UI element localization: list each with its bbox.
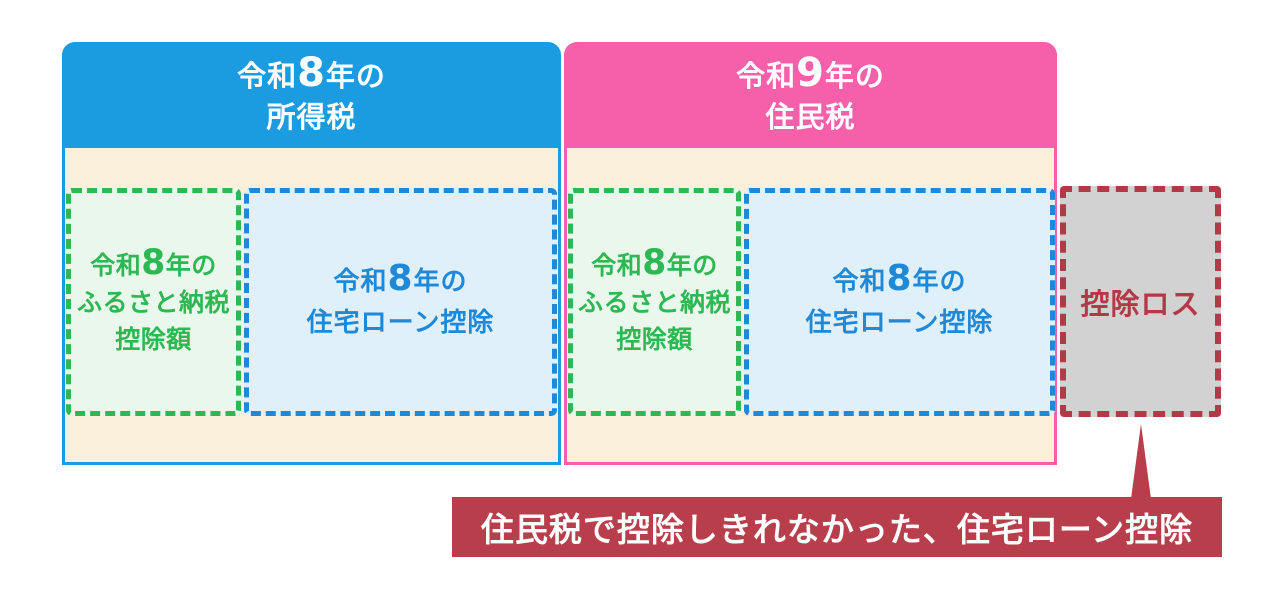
year-digit: 9 [796,49,825,96]
era-suffix-text: 年の [912,266,967,297]
era-text: 令和 [591,251,643,280]
furusato-amount-line: 控除額 [616,325,693,354]
furusato-deduction-box-resident: 令和8年の ふるさと納税 控除額 [568,188,741,416]
housing-loan-label-line: 住宅ローン控除 [306,307,495,338]
era-text: 令和 [832,266,887,297]
housing-loan-label-line: 住宅ローン控除 [805,307,994,338]
deduction-loss-label: 控除ロス [1080,286,1201,321]
resident-tax-header: 令和9年の 住民税 [564,42,1057,148]
year-digit: 8 [387,257,414,299]
deduction-loss-box: 控除ロス [1060,186,1221,417]
era-suffix-text: 年の [325,58,386,93]
loss-explanation-text: 住民税で控除しきれなかった、住宅ローン控除 [480,510,1194,549]
furusato-amount-line: 控除額 [115,325,192,354]
housing-loan-deduction-box-resident: 令和8年の 住宅ローン控除 [744,188,1055,416]
loss-arrow-icon [1131,424,1151,498]
furusato-label-line: ふるさと納税 [76,288,230,317]
income-tax-header-year-line: 令和8年の [237,49,386,97]
income-tax-panel: 令和8年の 所得税 令和8年の ふるさと納税 控除額 令和8年の 住宅ローン控除 [62,42,561,465]
furusato-label-line: ふるさと納税 [577,288,731,317]
year-digit: 8 [141,243,166,283]
era-suffix-text: 年の [413,266,468,297]
income-tax-header: 令和8年の 所得税 [62,42,561,148]
year-digit: 8 [642,243,667,283]
era-text: 令和 [736,58,797,93]
furusato-year-line: 令和8年の [90,246,217,284]
furusato-year-line: 令和8年の [591,246,718,284]
housing-loan-year-line: 令和8年の [333,257,468,303]
furusato-deduction-box-income: 令和8年の ふるさと納税 控除額 [66,188,241,416]
era-suffix-text: 年の [824,58,885,93]
resident-tax-header-year-line: 令和9年の [736,49,885,97]
era-text: 令和 [90,251,142,280]
loss-explanation-banner: 住民税で控除しきれなかった、住宅ローン控除 [452,497,1222,557]
year-digit: 8 [297,49,326,96]
era-text: 令和 [237,58,298,93]
year-digit: 8 [886,257,913,299]
resident-tax-panel: 令和9年の 住民税 令和8年の ふるさと納税 控除額 令和8年の 住宅ローン控除 [564,42,1057,465]
resident-tax-header-tax-line: 住民税 [765,99,856,134]
housing-loan-deduction-box-income: 令和8年の 住宅ローン控除 [244,188,557,416]
housing-loan-year-line: 令和8年の [832,257,967,303]
era-text: 令和 [333,266,388,297]
income-tax-header-tax-line: 所得税 [266,99,357,134]
era-suffix-text: 年の [165,251,217,280]
era-suffix-text: 年の [666,251,718,280]
